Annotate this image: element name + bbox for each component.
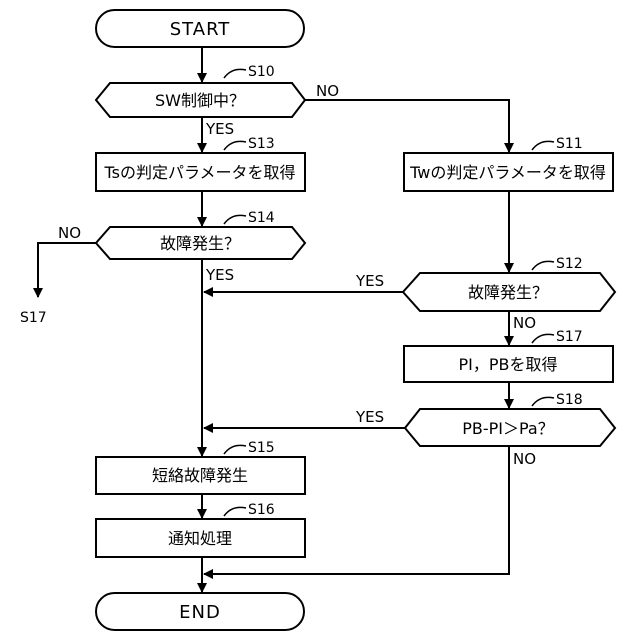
step-hook-s13 bbox=[224, 141, 246, 150]
branch-label-s12-yes: YES bbox=[355, 272, 384, 290]
step-label-s11: S11 bbox=[556, 136, 583, 152]
branch-label-s18-yes: YES bbox=[355, 408, 384, 426]
branch-label-s12-no: NO bbox=[513, 314, 536, 332]
step-label-s12: S12 bbox=[556, 256, 583, 272]
step-label-s13: S13 bbox=[248, 136, 275, 152]
step-hook-s18 bbox=[532, 397, 554, 406]
branch-label-s18-no: NO bbox=[513, 450, 536, 468]
decision-s12-label: 故障発生？ bbox=[468, 283, 548, 302]
step-hook-s14 bbox=[224, 215, 246, 224]
process-s13-label: Tsの判定パラメータを取得 bbox=[104, 163, 296, 182]
process-s13: Tsの判定パラメータを取得 S13 bbox=[96, 136, 305, 191]
process-s15-label: 短絡故障発生 bbox=[152, 466, 248, 485]
step-label-s17: S17 bbox=[556, 329, 583, 345]
step-label-s15: S15 bbox=[248, 440, 275, 456]
step-hook-s16 bbox=[224, 507, 246, 516]
decision-s18-label: PB-PI＞Pa？ bbox=[462, 419, 554, 438]
edge-s10-s11 bbox=[305, 100, 509, 152]
process-s16-label: 通知処理 bbox=[168, 529, 232, 548]
decision-s10: SW制御中？ S10 bbox=[96, 64, 305, 117]
process-s17-label: PI，PBを取得 bbox=[459, 355, 558, 374]
step-label-s10: S10 bbox=[248, 64, 275, 80]
branch-label-s10-no: NO bbox=[316, 82, 339, 100]
step-hook-s17 bbox=[532, 334, 554, 343]
end-label: END bbox=[179, 602, 221, 623]
start-label: START bbox=[170, 19, 231, 40]
edge-s14-s17-connector bbox=[38, 243, 96, 297]
branch-label-s14-yes: YES bbox=[205, 266, 234, 284]
decision-s10-label: SW制御中？ bbox=[155, 91, 245, 110]
step-hook-s11 bbox=[532, 141, 554, 150]
step-hook-s10 bbox=[224, 69, 246, 78]
process-s15: 短絡故障発生 S15 bbox=[96, 440, 305, 494]
step-hook-s12 bbox=[532, 261, 554, 270]
step-label-s18: S18 bbox=[556, 392, 583, 408]
branch-label-s10-yes: YES bbox=[205, 120, 234, 138]
process-s11-label: Twの判定パラメータを取得 bbox=[409, 163, 606, 182]
connector-s17-label: S17 bbox=[20, 310, 47, 326]
step-hook-s15 bbox=[224, 445, 246, 454]
start-terminal: START bbox=[96, 10, 304, 47]
end-terminal: END bbox=[96, 593, 304, 630]
step-label-s16: S16 bbox=[248, 502, 275, 518]
branch-label-s14-no: NO bbox=[58, 224, 81, 242]
decision-s14: 故障発生？ S14 bbox=[96, 210, 305, 259]
process-s16: 通知処理 S16 bbox=[96, 502, 305, 557]
step-label-s14: S14 bbox=[248, 210, 275, 226]
decision-s14-label: 故障発生？ bbox=[160, 234, 240, 253]
